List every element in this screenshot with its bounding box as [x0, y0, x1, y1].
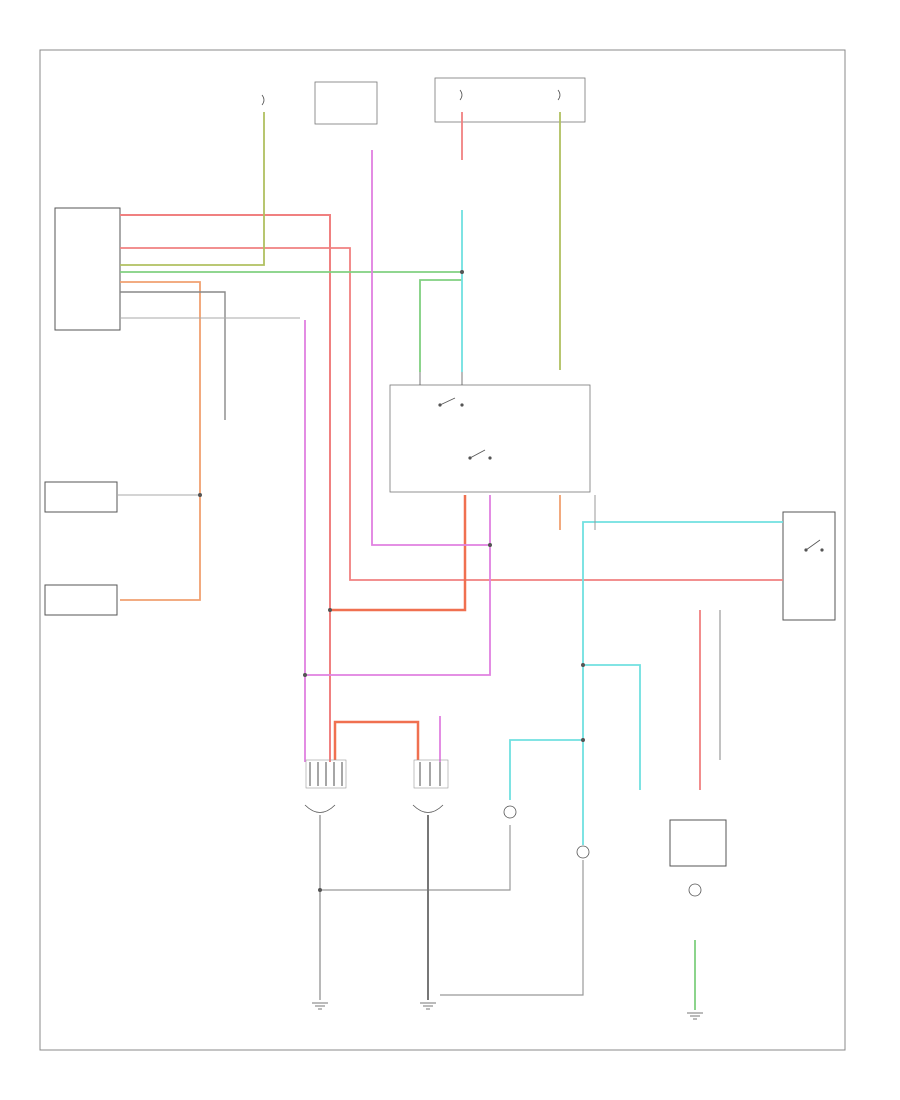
ground-symbol-center — [420, 1002, 436, 1010]
control-unit-region — [389, 384, 591, 493]
bulb-left-small — [503, 805, 517, 819]
left-sensor-box-upper — [44, 481, 118, 513]
powertrain-control-module-box — [54, 207, 121, 331]
wire-cyan-2 — [582, 521, 783, 845]
wire-red-2 — [120, 247, 783, 581]
wire-orange-1 — [120, 281, 201, 601]
wire-yellowgreen-1 — [120, 112, 265, 266]
wire-red-1 — [120, 214, 331, 762]
wire-magenta-2 — [305, 495, 491, 676]
wire-red-5 — [330, 495, 467, 612]
wire-cyan-4 — [509, 739, 583, 800]
wire-red-6 — [333, 720, 420, 760]
wire-gray-5 — [320, 825, 511, 891]
right-switch-contact — [804, 539, 824, 552]
ground-symbol-left — [312, 1002, 328, 1010]
left-sensor-box-lower — [44, 584, 118, 616]
fuse-symbols — [261, 89, 561, 106]
diagram-border — [39, 49, 846, 1051]
wire-magenta-1 — [371, 150, 490, 546]
bulb-right — [688, 883, 702, 897]
wire-gray-7 — [440, 860, 584, 996]
splice-points — [198, 270, 585, 892]
wire-green-2 — [419, 279, 462, 372]
wire-gray-1 — [120, 291, 226, 420]
right-switch-module-box — [782, 511, 836, 621]
wire-cyan-3 — [583, 664, 641, 790]
top-fuse-box — [434, 77, 586, 123]
bottom-right-module-box — [669, 819, 727, 867]
ground-symbol-right — [687, 1012, 703, 1020]
control-unit-switch — [419, 372, 492, 460]
bulb-center — [576, 845, 590, 859]
top-small-box — [314, 81, 378, 125]
lamp-group-left — [304, 759, 347, 813]
lamp-group-right — [412, 759, 449, 813]
